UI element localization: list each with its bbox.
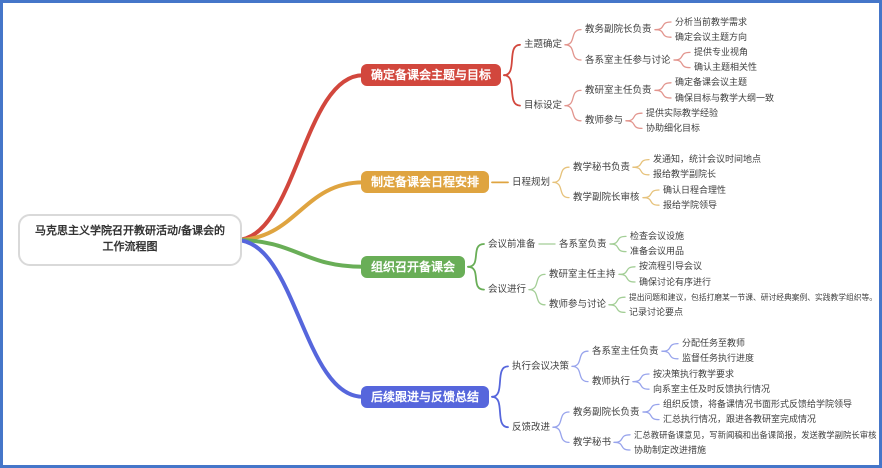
connector [552, 426, 570, 444]
connector [661, 350, 679, 360]
task-topic[interactable]: 记录讨论要点 [629, 306, 684, 317]
connector [491, 365, 509, 398]
connector [564, 89, 582, 107]
node-layer: 马克思主义学院召开教研活动/备课会的工作流程图 确定备课会主题与目标主题确定教务… [3, 3, 879, 465]
stage-topic[interactable]: 目标设定 [524, 100, 563, 112]
connector [613, 441, 631, 451]
connector [632, 380, 650, 390]
role-topic[interactable]: 各系室主任参与讨论 [585, 54, 671, 66]
role-topic[interactable]: 教学秘书负责 [573, 161, 631, 173]
branch-topic[interactable]: 组织召开备课会 [361, 255, 466, 278]
task-topic[interactable]: 确定会议主题方向 [675, 31, 748, 42]
task-topic[interactable]: 确定备课会议主题 [675, 77, 748, 88]
connector [467, 243, 485, 268]
connector [564, 44, 582, 61]
task-topic[interactable]: 组织反馈，将备课情况书面形式反馈给学院领导 [663, 398, 853, 409]
connector [673, 59, 691, 69]
connector [642, 196, 660, 206]
connector [654, 28, 672, 38]
role-topic[interactable]: 教务副院长负责 [585, 24, 652, 36]
role-topic[interactable]: 教研室主任主持 [549, 268, 616, 280]
connector [571, 350, 589, 368]
connector [654, 89, 672, 99]
task-topic[interactable]: 报给教学副院长 [653, 169, 717, 180]
task-topic[interactable]: 按流程引导会议 [639, 261, 703, 272]
role-topic[interactable]: 教师执行 [592, 376, 631, 388]
stage-topic[interactable]: 执行会议决策 [512, 360, 570, 372]
connector [564, 28, 582, 46]
stage-topic[interactable]: 反馈改进 [512, 421, 551, 433]
task-topic[interactable]: 确保讨论有序进行 [639, 276, 712, 287]
connector [552, 411, 570, 428]
connector [552, 181, 570, 199]
connector [234, 180, 365, 242]
connector-layer [234, 21, 691, 451]
connector [618, 273, 636, 283]
task-topic[interactable]: 检查会议设施 [630, 230, 685, 241]
task-topic[interactable]: 提出问题和建议，包括打磨某一节课、研讨经典案例、实践教学组织等。 [629, 292, 878, 302]
task-topic[interactable]: 报给学院领导 [663, 199, 718, 210]
task-topic[interactable]: 提供实际教学经验 [646, 107, 719, 118]
connector [632, 166, 650, 176]
stage-topic[interactable]: 主题确定 [524, 39, 563, 51]
connector [608, 304, 626, 314]
connector [234, 73, 365, 242]
branch-topic[interactable]: 确定备课会主题与目标 [361, 64, 502, 87]
role-topic[interactable]: 教研室主任负责 [585, 84, 652, 96]
role-topic[interactable]: 各系室主任负责 [592, 345, 659, 357]
connector [642, 411, 660, 421]
connector [571, 365, 589, 383]
role-topic[interactable]: 各系室负责 [559, 238, 607, 250]
task-topic[interactable]: 发通知，统计会议时间地点 [653, 154, 762, 165]
task-topic[interactable]: 确保目标与教学大纲一致 [675, 92, 775, 103]
task-topic[interactable]: 分析当前教学需求 [675, 16, 748, 27]
role-topic[interactable]: 教师参与讨论 [549, 299, 607, 311]
stage-topic[interactable]: 会议进行 [488, 284, 527, 296]
task-topic[interactable]: 汇总教研备课意见，写新闻稿和出备课简报，发送教学副院长审核 [634, 429, 877, 440]
connector [467, 265, 485, 291]
connector [491, 395, 509, 429]
task-topic[interactable]: 向系室主任及时反馈执行情况 [653, 383, 771, 394]
connector [625, 120, 643, 130]
task-topic[interactable]: 确认主题相关性 [694, 62, 758, 73]
role-topic[interactable]: 教学秘书 [573, 436, 612, 448]
connector [528, 288, 546, 306]
role-topic[interactable]: 教务副院长负责 [573, 406, 640, 418]
stage-topic[interactable]: 日程规划 [512, 176, 551, 188]
task-topic[interactable]: 提供专业视角 [694, 46, 749, 57]
connector [234, 238, 365, 269]
task-topic[interactable]: 确认日程合理性 [663, 184, 727, 195]
task-topic[interactable]: 汇总执行情况，跟进各教研室完成情况 [663, 414, 817, 425]
connector [503, 74, 521, 107]
root-topic[interactable]: 马克思主义学院召开教研活动/备课会的工作流程图 [18, 214, 242, 266]
branch-topic[interactable]: 后续跟进与反馈总结 [361, 385, 490, 408]
branch-topic[interactable]: 制定备课会日程安排 [361, 171, 490, 194]
task-topic[interactable]: 监督任务执行进度 [682, 353, 755, 364]
connector [564, 104, 582, 122]
role-topic[interactable]: 教学副院长审核 [573, 192, 640, 204]
task-topic[interactable]: 准备会议用品 [630, 246, 685, 257]
task-topic[interactable]: 协助细化目标 [646, 122, 701, 133]
task-topic[interactable]: 协助制定改进措施 [634, 444, 707, 455]
stage-topic[interactable]: 会议前准备 [488, 238, 536, 250]
connector [503, 43, 521, 77]
task-topic[interactable]: 按决策执行教学要求 [653, 368, 735, 379]
connector [234, 238, 365, 399]
connector [609, 243, 627, 253]
connector [552, 166, 570, 184]
connector [528, 273, 546, 291]
role-topic[interactable]: 教师参与 [585, 115, 624, 127]
task-topic[interactable]: 分配任务至教师 [682, 338, 746, 349]
